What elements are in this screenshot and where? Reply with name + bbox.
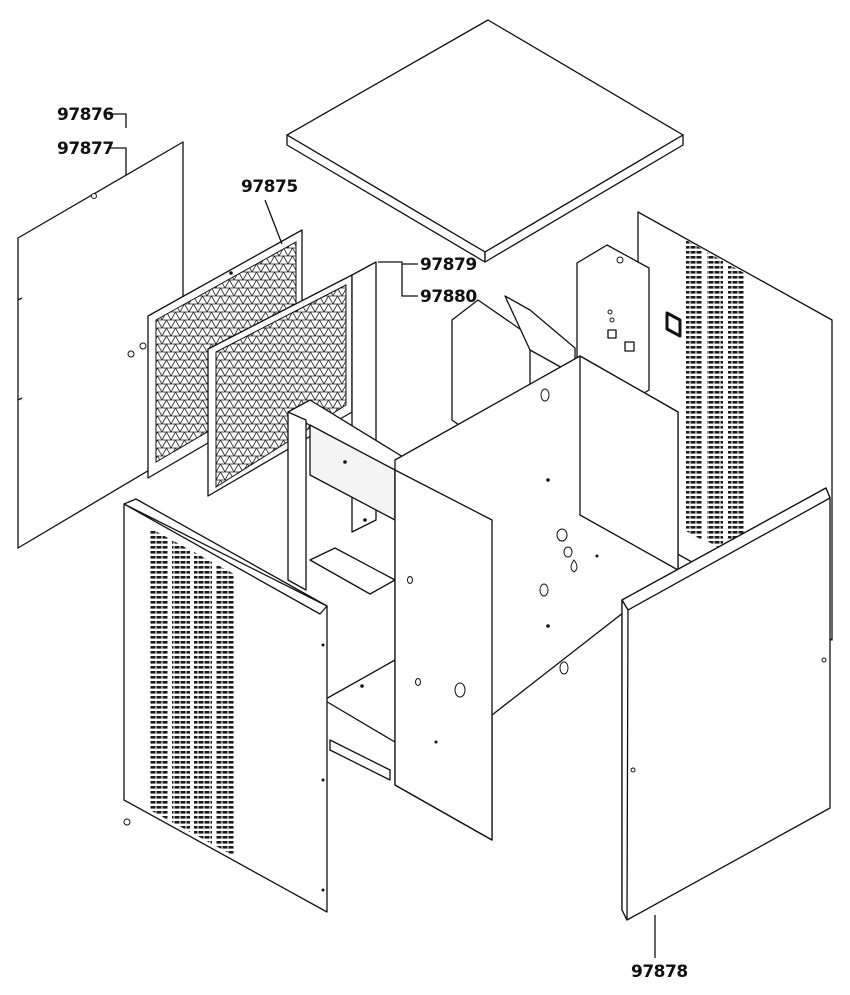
top-cover-panel (286, 19, 684, 263)
part-label-97879: 97879 (420, 255, 477, 275)
part-label-97877: 97877 (57, 139, 114, 159)
leader-97879 (378, 261, 418, 297)
leader-97875 (264, 199, 283, 245)
part-label-97880: 97880 (420, 287, 477, 307)
front-right-side-panel (621, 487, 831, 921)
front-left-louvered-panel (123, 498, 328, 913)
part-label-97878: 97878 (631, 962, 688, 982)
leader-97876 (108, 113, 127, 128)
callout-leaders (108, 113, 656, 958)
leader-97877 (108, 147, 127, 175)
part-label-97876: 97876 (57, 105, 114, 125)
center-divider-panel (394, 355, 679, 841)
part-label-97875: 97875 (241, 177, 298, 197)
